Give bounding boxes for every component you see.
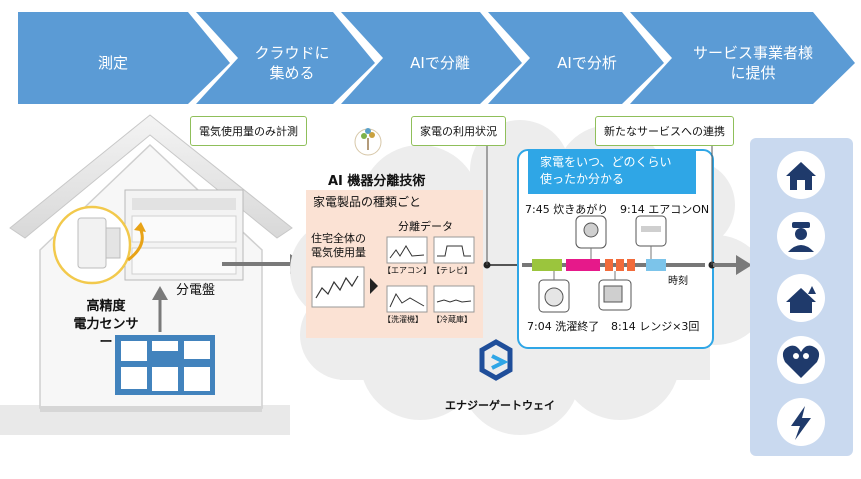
graph-fridge (433, 285, 475, 313)
appliances-box (115, 335, 215, 395)
panel-label: 分電盤 (176, 283, 216, 298)
appliance-label-aircon: 【エアコン】 (383, 266, 431, 275)
appliance-label-tv: 【テレビ】 (432, 266, 472, 275)
segment-magenta (566, 259, 600, 271)
event-rice-cooker: 7:45 炊きあがり (525, 203, 609, 216)
distribution-panel (124, 189, 244, 281)
event-microwave: 8:14 レンジ×3回 (611, 320, 700, 333)
graph-washer (386, 285, 428, 313)
callout-service: 新たなサービスへの連携 (595, 116, 734, 146)
ai-panel (306, 190, 483, 338)
time-axis-label: 時刻 (668, 276, 688, 287)
callout-usage: 家電の利用状況 (411, 116, 506, 146)
power-sensor (52, 205, 146, 285)
callout-measure: 電気使用量のみ計測 (190, 116, 307, 146)
analysis-header (528, 150, 696, 194)
security-guard-icon (788, 222, 814, 252)
family-heart-icon (782, 345, 820, 378)
step-5-label: サービス事業者様 に提供 (692, 44, 813, 82)
house-icon (786, 162, 816, 190)
ai-tree-logo (354, 128, 382, 156)
step-4-label: AIで分析 (557, 54, 617, 72)
lightning-icon (791, 406, 811, 440)
appliance-label-washer: 【洗濯機】 (383, 315, 423, 324)
event-washer: 7:04 洗濯終了 (527, 320, 600, 333)
step-3-label: AIで分離 (410, 54, 470, 72)
step-chevron-1 (18, 12, 230, 104)
separated-label: 分離データ (398, 220, 453, 233)
step-2-label: クラウドに 集める (254, 44, 330, 82)
whole-house-label: 住宅全体の 電気使用量 (311, 232, 366, 259)
graph-aircon (386, 236, 428, 264)
step-chevron-3 (341, 12, 522, 104)
brand-name: エナジーゲートウェイ (445, 399, 555, 412)
step-chevron-5 (630, 12, 855, 104)
illustration (0, 114, 853, 456)
sensor-label: 高精度 電力センサー (73, 299, 139, 350)
step-1-label: 測定 (97, 54, 128, 72)
segment-orange-1 (605, 259, 613, 271)
segment-blue (646, 259, 666, 271)
appliance-label-fridge: 【冷蔵庫】 (432, 315, 472, 324)
ai-subtitle: 家電製品の種類ごと (313, 195, 422, 209)
event-aircon: 9:14 エアコンON (620, 203, 710, 216)
segment-green (532, 259, 562, 271)
ai-title: AI 機器分離技術 (328, 174, 426, 189)
step-chevron-2 (196, 12, 375, 104)
energy-gateway-logo (479, 339, 513, 381)
segment-orange-3 (627, 259, 635, 271)
graph-tv (433, 236, 475, 264)
process-flow (18, 12, 855, 104)
step-chevron-4 (488, 12, 664, 104)
home-alert-icon (786, 286, 816, 313)
analysis-header-text: 家電をいつ、どのくらい 使ったか分かる (540, 155, 672, 186)
segment-orange-2 (616, 259, 624, 271)
